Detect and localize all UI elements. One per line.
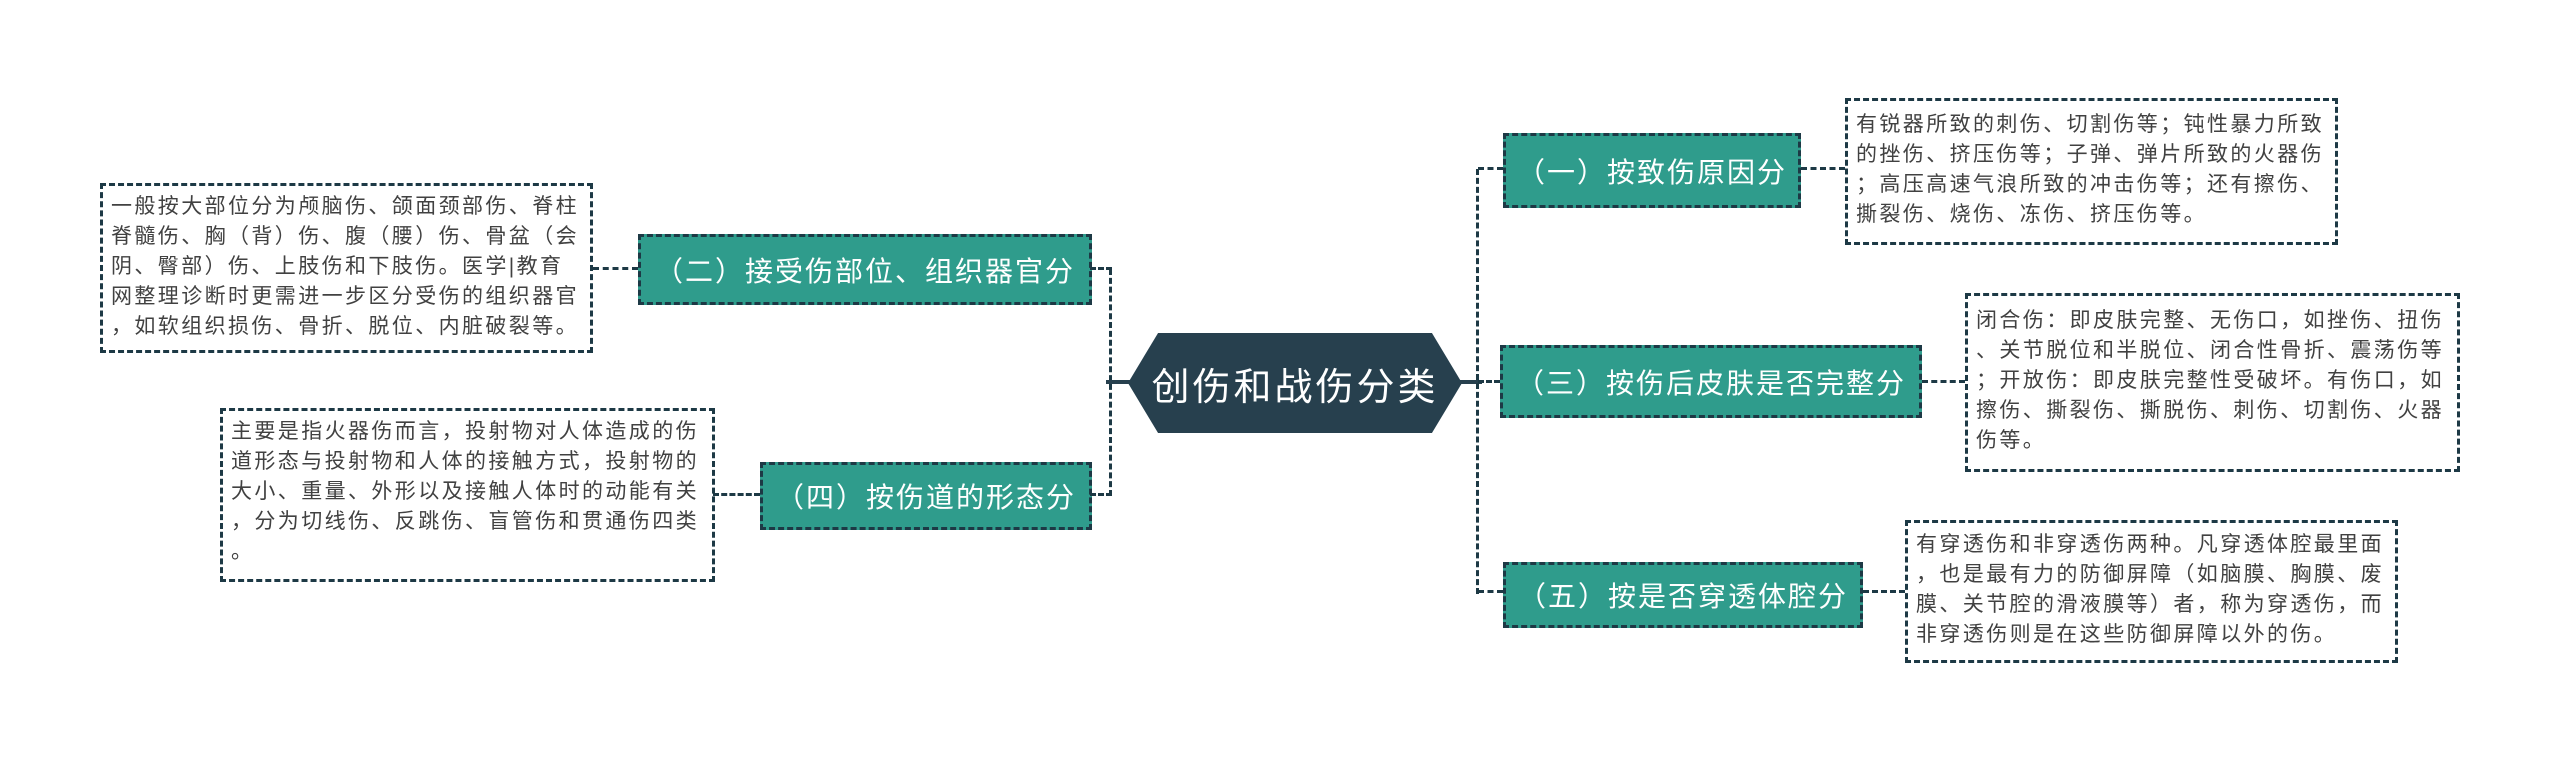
branch-node-cause: （一）按致伤原因分 [1503,133,1801,208]
branch-node-skin-integrity: （三）按伤后皮肤是否完整分 [1500,345,1922,418]
connector-node-three-stub [1478,380,1500,383]
branch-label: （一）按致伤原因分 [1516,156,1787,188]
desc-box-wound-track: 主要是指火器伤而言，投射物对人体造成的伤道形态与投射物和人体的接触方式，投射物的… [220,408,715,582]
desc-box-skin-integrity: 闭合伤：即皮肤完整、无伤口，如挫伤、扭伤、关节脱位和半脱位、闭合性骨折、震荡伤等… [1965,293,2460,472]
connector-center-left [1106,380,1134,384]
center-topic-node: 创伤和战伤分类 [1128,333,1462,433]
connector-desc-to-node-four [713,493,760,496]
branch-label: （四）按伤道的形态分 [775,482,1076,513]
connector-node-one-to-desc [1801,167,1845,170]
branch-label: （五）按是否穿透体腔分 [1517,581,1848,612]
connector-desc-to-node-two [593,267,638,270]
connector-node-four-stub [1090,493,1112,496]
desc-text: 有锐器所致的刺伤、切割伤等；钝性暴力所致的挫伤、挤压伤等；子弹、弹片所致的火器伤… [1856,113,2324,226]
connector-node-five-stub [1478,590,1503,593]
branch-label: （三）按伤后皮肤是否完整分 [1515,367,1906,399]
desc-text: 主要是指火器伤而言，投射物对人体造成的伤道形态与投射物和人体的接触方式，投射物的… [231,420,699,563]
connector-node-one-stub [1478,167,1503,170]
connector-node-two-stub [1090,267,1112,270]
desc-text: 一般按大部位分为颅脑伤、颌面颈部伤、脊柱脊髓伤、胸（背）伤、腹（腰）伤、骨盆（会… [111,195,579,338]
connector-node-three-to-desc [1922,380,1965,383]
desc-box-cavity-penetration: 有穿透伤和非穿透伤两种。凡穿透体腔最里面，也是最有力的防御屏障（如脑膜、胸膜、废… [1905,520,2398,663]
desc-text: 有穿透伤和非穿透伤两种。凡穿透体腔最里面，也是最有力的防御屏障（如脑膜、胸膜、废… [1916,533,2384,646]
desc-text: 闭合伤：即皮肤完整、无伤口，如挫伤、扭伤、关节脱位和半脱位、闭合性骨折、震荡伤等… [1976,309,2444,452]
connector-right-trunk [1476,169,1479,594]
desc-box-cause: 有锐器所致的刺伤、切割伤等；钝性暴力所致的挫伤、挤压伤等；子弹、弹片所致的火器伤… [1845,98,2338,245]
connector-node-five-to-desc [1863,590,1905,593]
center-topic-label: 创伤和战伤分类 [1151,366,1439,409]
branch-node-wound-track: （四）按伤道的形态分 [760,462,1092,530]
branch-node-body-region: （二）接受伤部位、组织器官分 [638,234,1092,305]
branch-label: （二）接受伤部位、组织器官分 [654,255,1075,287]
desc-box-body-region: 一般按大部位分为颅脑伤、颌面颈部伤、脊柱脊髓伤、胸（背）伤、腹（腰）伤、骨盆（会… [100,183,593,353]
branch-node-cavity-penetration: （五）按是否穿透体腔分 [1503,562,1863,628]
connector-center-right [1456,380,1482,384]
